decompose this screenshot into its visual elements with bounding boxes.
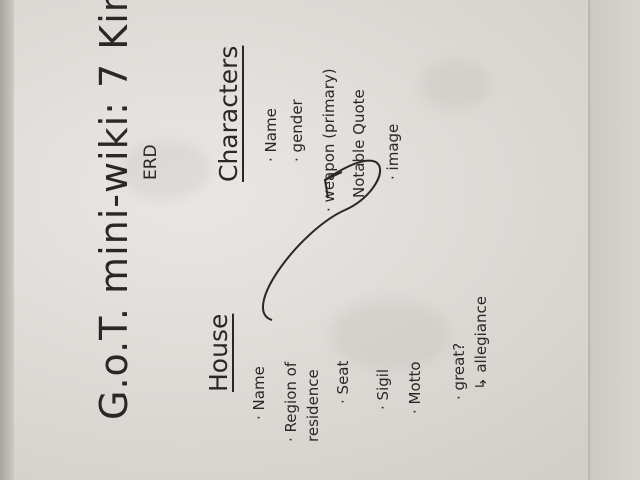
smudge (120, 140, 210, 200)
board-seam (588, 0, 591, 480)
smudge (330, 300, 450, 370)
door-edge (0, 0, 14, 480)
right-panel (591, 0, 640, 480)
smudge (420, 60, 490, 110)
arrowhead (323, 171, 343, 199)
relationship-curve (262, 159, 382, 321)
